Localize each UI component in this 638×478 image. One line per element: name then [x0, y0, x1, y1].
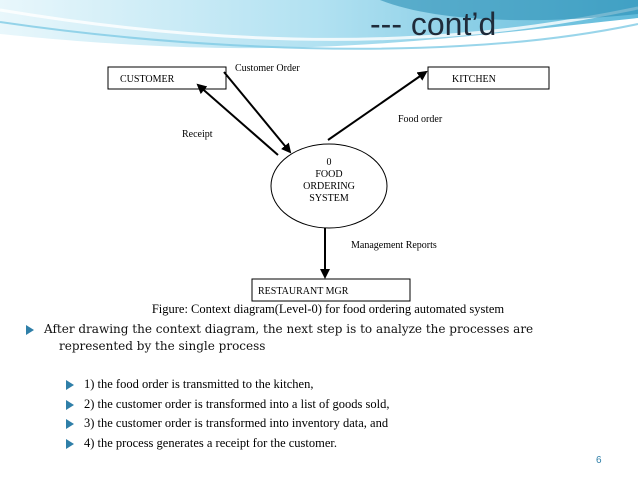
customer-order-flow-arrow [223, 71, 292, 154]
dfd-svg: CUSTOMER KITCHEN RESTAURANT MGR 0 FOOD O… [107, 63, 550, 302]
bullet-arrow-icon [66, 380, 74, 390]
manager-entity-label: RESTAURANT MGR [258, 286, 349, 297]
process-name-line1: FOOD [315, 169, 342, 180]
bullet-arrow-icon [66, 399, 74, 410]
list-item-text: 2) the customer order is transformed int… [84, 396, 390, 411]
main-bullet-text-line1: After drawing the context diagram, the n… [44, 322, 534, 336]
customer-order-flow-label: Customer Order [235, 63, 300, 74]
list-item: 4) the process generates a receipt for t… [66, 436, 546, 456]
context-diagram: CUSTOMER KITCHEN RESTAURANT MGR 0 FOOD O… [100, 60, 560, 305]
bullet-arrow-icon [66, 438, 74, 449]
food-order-flow-label: Food order [398, 114, 443, 125]
customer-entity-label: CUSTOMER [120, 74, 175, 85]
receipt-flow-label: Receipt [182, 129, 213, 140]
manager-entity-box [251, 278, 411, 302]
receipt-flow-arrow [196, 83, 279, 156]
figure-caption: Figure: Context diagram(Level-0) for foo… [151, 302, 505, 316]
main-bullet-point: After drawing the context diagram, the n… [26, 321, 586, 355]
management-reports-flow-label: Management Reports [351, 240, 437, 251]
slide-title: --- cont’d [370, 6, 497, 42]
list-item: 2) the customer order is transformed int… [66, 397, 546, 417]
process-name-line3: SYSTEM [309, 193, 349, 204]
list-item-text: 4) the process generates a receipt for t… [84, 435, 338, 450]
header-wave-graphic [0, 0, 638, 62]
kitchen-entity-label: KITCHEN [452, 74, 496, 85]
kitchen-entity-box [427, 66, 550, 90]
list-item: 3) the customer order is transformed int… [66, 416, 546, 436]
process-number: 0 [327, 157, 332, 168]
list-item-text: 3) the customer order is transformed int… [84, 416, 389, 430]
process-name-line2: ORDERING [303, 181, 355, 192]
customer-entity-box [107, 66, 227, 90]
main-bullet-text-line2: represented by the single process [59, 339, 266, 353]
slide-header-decoration: --- cont’d [0, 0, 638, 62]
process-steps-list: 1) the food order is transmitted to the … [66, 377, 546, 455]
process-circle [270, 143, 388, 229]
bullet-arrow-icon [26, 325, 34, 335]
list-item: 1) the food order is transmitted to the … [66, 377, 546, 397]
page-number: 6 [596, 455, 602, 466]
bullet-arrow-icon [66, 419, 74, 429]
food-order-flow-arrow [327, 70, 428, 141]
list-item-text: 1) the food order is transmitted to the … [84, 377, 314, 391]
